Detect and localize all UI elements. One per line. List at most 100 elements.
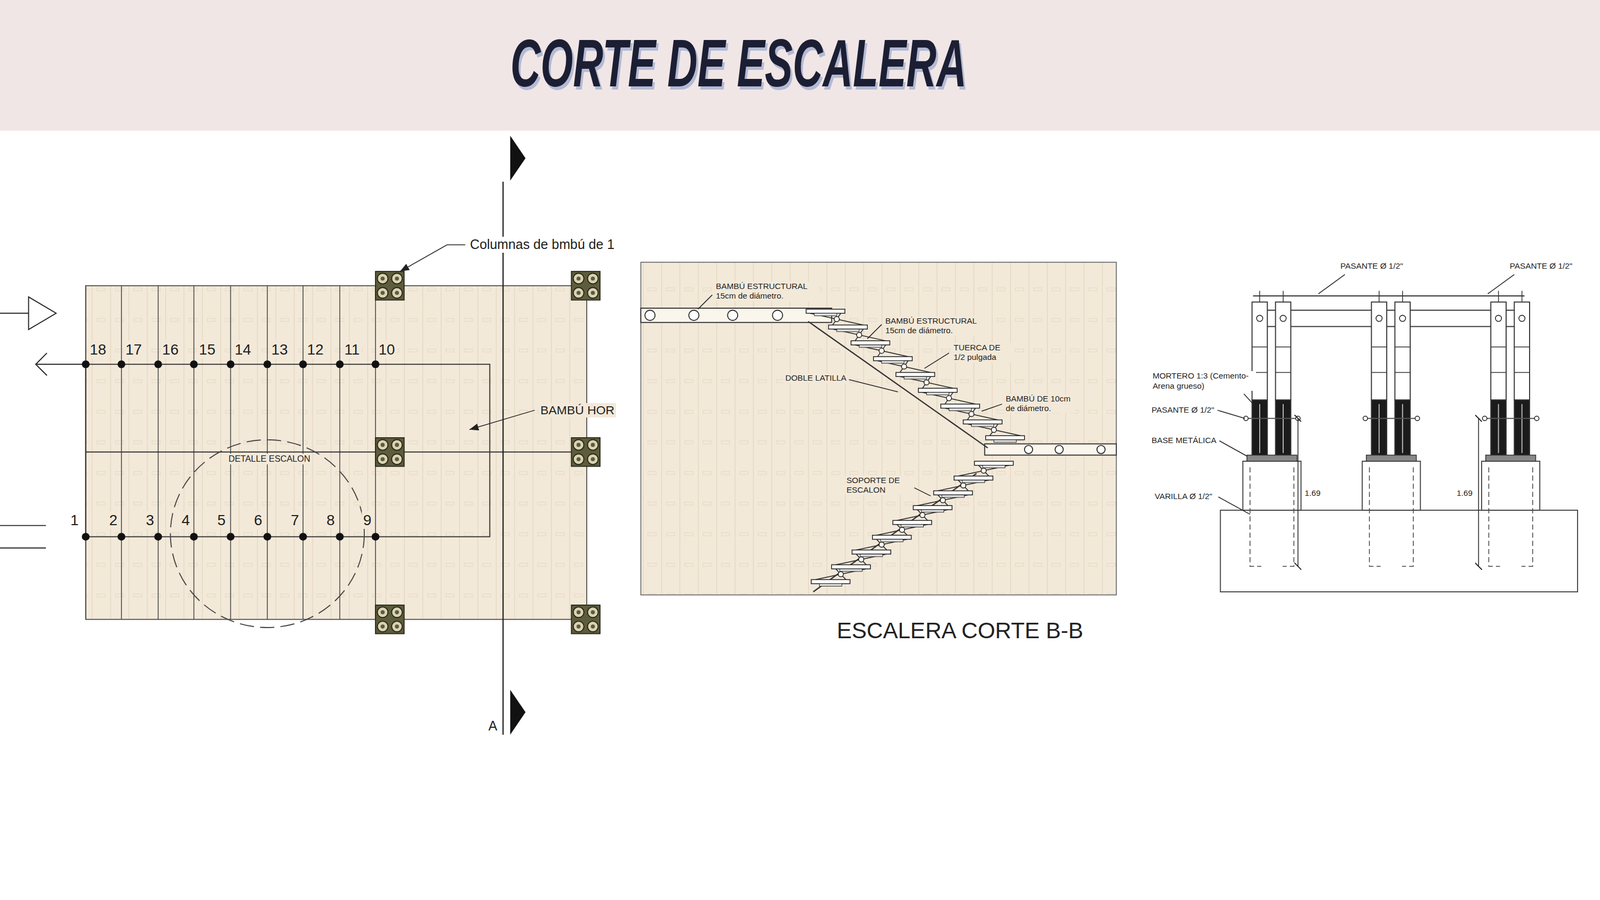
bamboo-hole xyxy=(394,443,399,448)
bamboo-node xyxy=(1394,372,1411,374)
step-number: 13 xyxy=(269,340,290,359)
bolt xyxy=(878,542,885,548)
bamboo-core xyxy=(1282,404,1284,454)
bamboo-node xyxy=(1275,346,1292,348)
material-note: MORTERO 1:3 (Cemento-Arena grueso) xyxy=(1150,371,1256,391)
rebar xyxy=(1369,467,1381,567)
bamboo-section xyxy=(377,287,389,299)
bolt xyxy=(1363,416,1368,421)
pedestal xyxy=(1242,461,1301,511)
bamboo-post-filled xyxy=(1252,400,1268,458)
leader-line xyxy=(1318,274,1346,294)
bamboo-core xyxy=(1259,404,1261,454)
plan-floor xyxy=(85,285,587,620)
double-lath xyxy=(854,345,908,357)
bamboo-column xyxy=(571,605,600,635)
bamboo-post-filled xyxy=(1514,400,1530,458)
step-tread xyxy=(940,404,980,409)
bolt xyxy=(899,527,906,533)
bamboo-section xyxy=(688,310,699,321)
footing xyxy=(1220,510,1578,592)
material-note: BASE METÁLICA xyxy=(1149,435,1219,446)
step-tread xyxy=(873,356,913,362)
bolt xyxy=(858,556,864,563)
through-bolt xyxy=(1483,418,1538,420)
material-note: PASANTE Ø 1/2" xyxy=(1149,405,1216,415)
step-support xyxy=(921,509,944,513)
title-band xyxy=(0,0,1600,131)
bamboo-section xyxy=(377,273,389,285)
step-support xyxy=(880,539,903,542)
foundation-detail xyxy=(1217,274,1578,592)
bolt xyxy=(991,427,997,433)
double-lath xyxy=(917,494,969,506)
bolt xyxy=(960,483,966,489)
step-support xyxy=(904,376,927,380)
step-number: 4 xyxy=(179,511,191,530)
stair-section xyxy=(641,262,1117,596)
step-tread xyxy=(831,564,871,570)
double-lath xyxy=(922,392,976,405)
step-support xyxy=(836,329,860,332)
bamboo-section xyxy=(573,621,584,632)
page-title: CORTE DE ESCALERA xyxy=(510,24,967,102)
double-lath xyxy=(877,361,931,373)
detail-note: DETALLE ESCALON xyxy=(226,453,312,465)
double-lath xyxy=(815,569,867,580)
double-lath xyxy=(897,509,949,521)
bamboo-hole xyxy=(590,457,596,462)
step-number: 9 xyxy=(361,511,373,530)
leader-line xyxy=(469,410,535,430)
leader-line xyxy=(1488,274,1515,294)
bamboo-node xyxy=(1490,372,1507,374)
step-support xyxy=(859,345,882,348)
step-tread xyxy=(872,535,912,540)
entry-line xyxy=(0,313,29,315)
bolt xyxy=(838,571,844,578)
step-dot xyxy=(299,532,308,541)
rebar xyxy=(1521,467,1533,567)
step-tread xyxy=(985,435,1025,440)
bolt xyxy=(1399,315,1406,322)
section-marker xyxy=(510,690,526,735)
bamboo-section xyxy=(391,606,403,618)
bamboo-post xyxy=(1394,301,1411,400)
double-lath xyxy=(832,329,886,341)
step-number: 10 xyxy=(377,340,397,359)
double-lath xyxy=(958,465,1010,477)
step-dot xyxy=(263,532,272,541)
double-lath xyxy=(967,424,1021,436)
bamboo-node xyxy=(1490,346,1507,348)
step-number: 14 xyxy=(233,340,253,359)
leader-line xyxy=(1218,497,1250,515)
double-lath xyxy=(856,539,908,550)
step-support xyxy=(840,569,863,572)
bamboo-core xyxy=(1498,404,1500,454)
step-support xyxy=(994,440,1017,443)
stringer xyxy=(813,473,977,592)
bolt xyxy=(834,316,840,323)
bamboo-hole xyxy=(380,290,386,295)
bamboo-section xyxy=(587,621,599,632)
step-number: 17 xyxy=(123,340,144,359)
material-note: PASANTE Ø 1/2" xyxy=(1508,261,1574,271)
material-note: DOBLE LATILLA xyxy=(783,373,848,383)
section-line xyxy=(502,181,504,735)
column-note: Columnas de bmbú de 1 xyxy=(468,236,616,253)
bamboo-hole xyxy=(380,610,386,615)
bamboo-section xyxy=(587,606,599,618)
step-tread xyxy=(963,420,1003,425)
step-dot xyxy=(117,360,126,369)
step-support xyxy=(971,424,994,427)
bamboo-hole xyxy=(394,624,399,629)
material-note: BAMBÚ ESTRUCTURAL 15cm de diámetro. xyxy=(883,316,989,336)
leader-line xyxy=(914,488,931,496)
step-dot xyxy=(371,532,380,541)
step-number: 1 xyxy=(68,511,80,530)
through-bolt xyxy=(1244,418,1299,420)
bamboo-column xyxy=(571,271,600,301)
bolt xyxy=(901,364,907,370)
pedestal xyxy=(1481,461,1540,511)
